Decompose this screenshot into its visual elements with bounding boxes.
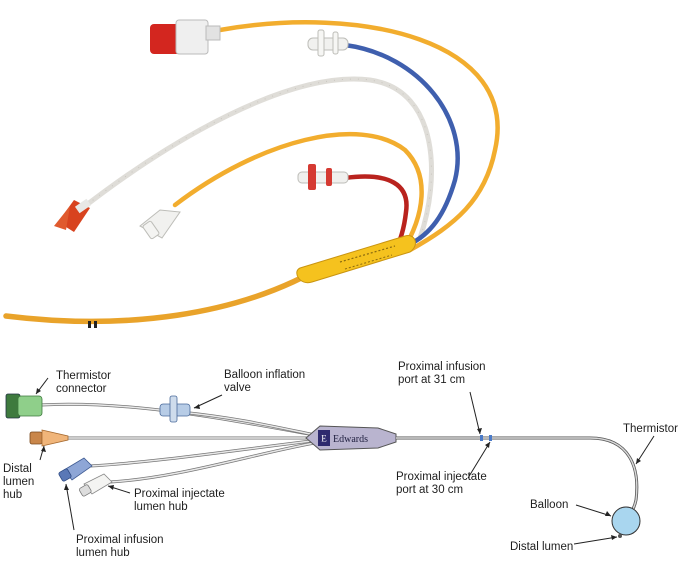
label-balloon: Balloon bbox=[530, 499, 568, 511]
distal-lumen-tip bbox=[618, 534, 622, 538]
label-proximal-infusion-lumen-hub: Proximal infusion lumen hub bbox=[76, 534, 167, 559]
yellow-thermistor-tube bbox=[217, 20, 500, 253]
label-distal-lumen-hub: Distal lumen hub bbox=[3, 463, 38, 501]
label-thermistor: Thermistor bbox=[623, 423, 678, 435]
red-clamp-hub bbox=[54, 198, 92, 232]
catheter-photo bbox=[3, 19, 500, 328]
red-stopcock bbox=[297, 164, 349, 190]
depth-marker bbox=[94, 321, 97, 328]
white-hub-lower bbox=[139, 209, 181, 240]
label-thermistor-connector: Thermistor connector bbox=[56, 370, 114, 395]
manufacturer-mark: Edwards bbox=[333, 434, 368, 445]
proximal-injectate-lumen-hub bbox=[79, 473, 113, 497]
schematic-manifold: E Edwards bbox=[305, 425, 397, 451]
proximal-infusion-lumen-hub bbox=[58, 457, 93, 482]
balloon-inflation-valve bbox=[159, 395, 191, 423]
proximal-injectate-port-mark bbox=[489, 435, 492, 441]
white-hub-top bbox=[307, 29, 349, 57]
thermistor-connector-hub bbox=[5, 393, 43, 419]
label-distal-lumen: Distal lumen bbox=[510, 541, 573, 553]
svg-text:E: E bbox=[321, 434, 327, 444]
main-catheter-tube bbox=[3, 259, 333, 325]
white-lumen-tube bbox=[77, 76, 434, 241]
yellow-injectate-tube bbox=[172, 131, 424, 255]
depth-marker bbox=[88, 321, 91, 328]
label-proximal-injectate-port: Proximal injectate port at 30 cm bbox=[396, 471, 490, 496]
proximal-infusion-port-mark bbox=[480, 435, 483, 441]
red-thermistor-connector bbox=[150, 19, 221, 55]
label-proximal-infusion-port: Proximal infusion port at 31 cm bbox=[398, 361, 489, 386]
yellow-manifold bbox=[296, 235, 416, 284]
label-balloon-inflation-valve: Balloon inflation valve bbox=[224, 369, 308, 394]
catheter-schematic: E Edwards Thermistor connector Balloon i… bbox=[3, 361, 678, 559]
label-proximal-injectate-lumen-hub: Proximal injectate lumen hub bbox=[134, 488, 228, 513]
balloon bbox=[611, 506, 641, 536]
blue-lumen-tube bbox=[342, 42, 460, 248]
distal-lumen-hub bbox=[29, 429, 69, 447]
